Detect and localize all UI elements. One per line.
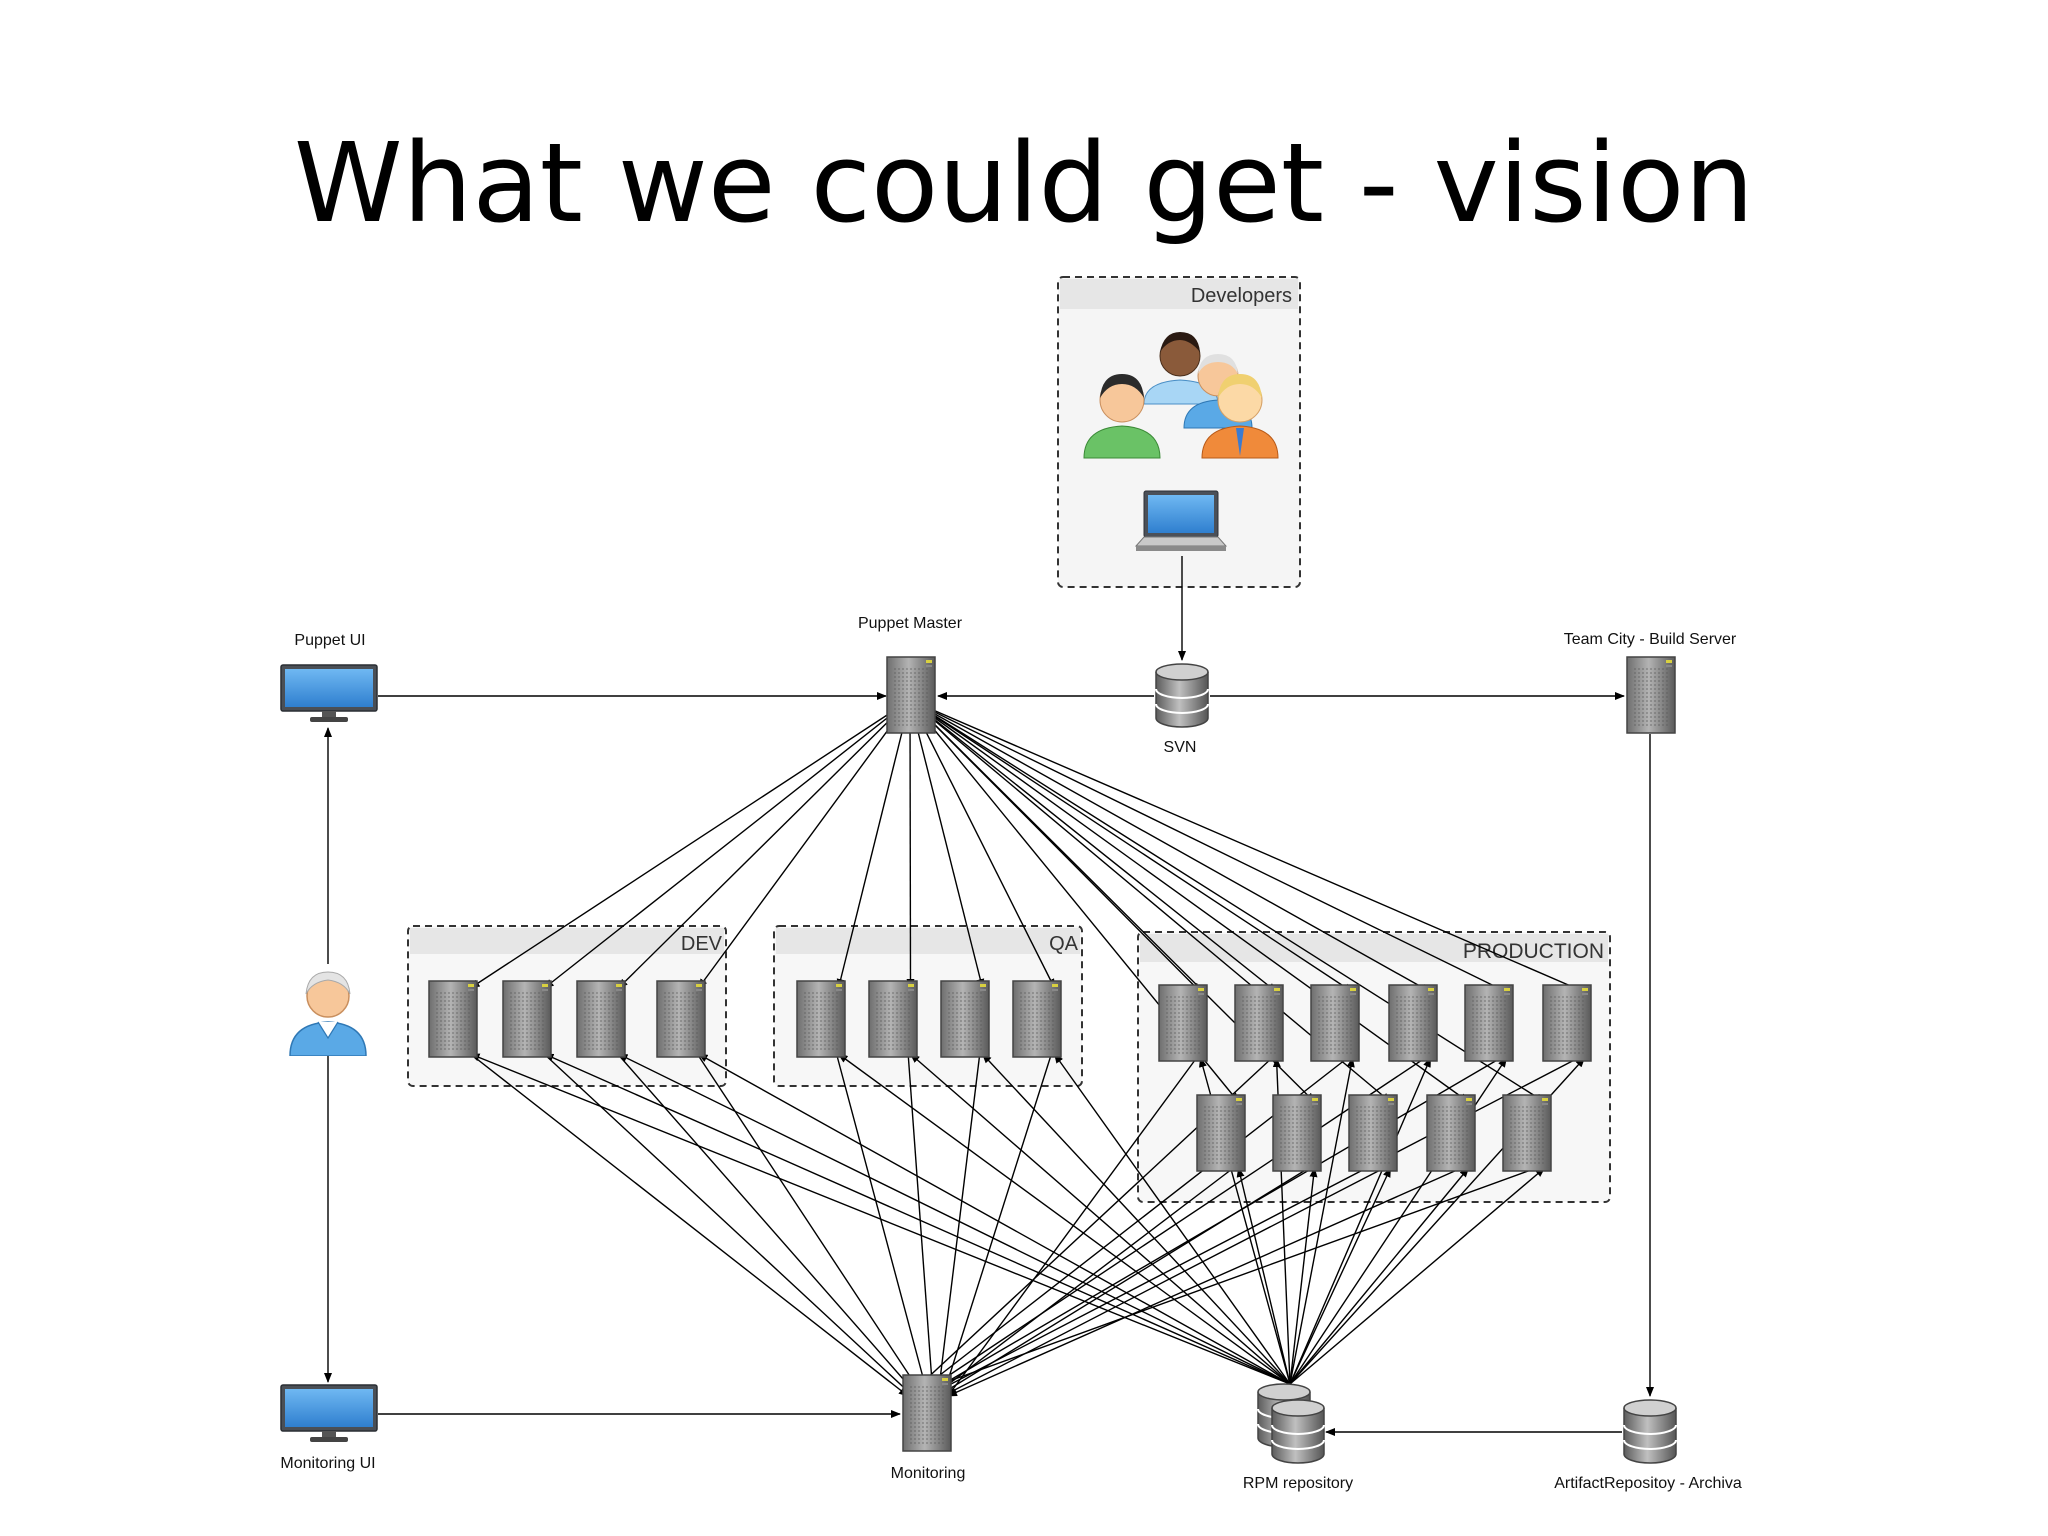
edge-rpm-to-prod-server-9 — [1289, 1167, 1392, 1385]
artifact-repository-database-icon — [1623, 1399, 1677, 1464]
qa-server-4-icon — [1012, 980, 1062, 1058]
dev-server-3-icon — [576, 980, 626, 1058]
edge-prod-server-7-to-monitoring — [932, 1165, 1237, 1397]
edge-rpm-to-dev-server-2 — [543, 1053, 1291, 1385]
laptop-icon — [1135, 490, 1227, 552]
edge-prod-server-10-to-monitoring — [947, 1165, 1467, 1397]
slide-title: What we could get - vision — [293, 119, 1755, 247]
edge-prod-server-4-to-monitoring — [917, 1055, 1429, 1397]
edge-rpm-to-qa-server-2 — [909, 1053, 1291, 1385]
edge-rpm-to-qa-server-3 — [981, 1053, 1291, 1385]
group-production-title: PRODUCTION — [1463, 940, 1604, 963]
dev-server-2-icon — [502, 980, 552, 1058]
edge-puppet-master-to-prod-server-10 — [909, 699, 1470, 1103]
prod-server-8-icon — [1272, 1094, 1322, 1172]
edge-qa-server-2-to-monitoring — [907, 1051, 937, 1397]
group-qa: QA — [773, 925, 1083, 1087]
edge-rpm-to-qa-server-1 — [837, 1053, 1291, 1385]
group-developers-title: Developers — [1191, 285, 1292, 307]
edge-puppet-master-to-qa-server-4 — [909, 699, 1056, 989]
dev-server-1-icon — [428, 980, 478, 1058]
svn-label: SVN — [1164, 739, 1197, 756]
edge-puppet-master-to-qa-server-3 — [909, 699, 985, 989]
prod-server-5-icon — [1464, 984, 1514, 1062]
admin-user-icon — [289, 971, 367, 1056]
edge-puppet-master-to-qa-server-1 — [836, 699, 911, 989]
edge-dev-server-3-to-monitoring — [615, 1051, 919, 1397]
group-dev-title: DEV — [681, 933, 723, 955]
puppet-ui-label: Puppet UI — [294, 632, 365, 649]
edge-prod-server-11-to-monitoring — [907, 1165, 1543, 1397]
edge-puppet-master-to-dev-server-1 — [469, 699, 911, 989]
group-developers: Developers — [1057, 276, 1301, 588]
team-city-server-icon — [1626, 656, 1676, 734]
edge-puppet-master-to-dev-server-2 — [543, 699, 911, 989]
rpm-repository-label: RPM repository — [1243, 1475, 1353, 1492]
monitoring-label: Monitoring — [891, 1465, 966, 1482]
prod-server-6-icon — [1542, 984, 1592, 1062]
prod-server-1-icon — [1158, 984, 1208, 1062]
monitoring-server-icon — [902, 1374, 952, 1452]
edge-puppet-master-to-prod-server-11 — [909, 699, 1546, 1103]
prod-server-9-icon — [1348, 1094, 1398, 1172]
group-dev: DEV — [407, 925, 727, 1087]
edge-puppet-master-to-prod-server-2 — [909, 699, 1278, 993]
qa-server-2-icon — [868, 980, 918, 1058]
edge-puppet-master-to-prod-server-3 — [909, 699, 1354, 993]
rpm-repository-database-icon — [1257, 1383, 1325, 1464]
group-qa-title: QA — [1049, 933, 1079, 955]
edge-rpm-to-prod-server-11 — [1289, 1167, 1546, 1385]
dev-server-4-icon — [656, 980, 706, 1058]
edge-puppet-master-to-qa-server-2 — [906, 699, 915, 989]
prod-server-3-icon — [1310, 984, 1360, 1062]
edge-qa-server-1-to-monitoring — [835, 1051, 930, 1397]
edge-prod-server-8-to-monitoring — [937, 1165, 1313, 1397]
qa-server-1-icon — [796, 980, 846, 1058]
edge-qa-server-3-to-monitoring — [935, 1051, 981, 1397]
monitoring-ui-label: Monitoring UI — [280, 1455, 375, 1472]
edge-rpm-to-qa-server-4 — [1053, 1053, 1291, 1385]
edge-rpm-to-prod-server-7 — [1236, 1167, 1291, 1385]
edge-rpm-to-prod-server-10 — [1289, 1167, 1470, 1385]
prod-server-7-icon — [1196, 1094, 1246, 1172]
artifact-repository-label: ArtifactRepositoy - Archiva — [1554, 1475, 1742, 1492]
team-city-label: Team City - Build Server — [1564, 631, 1737, 648]
qa-server-3-icon — [940, 980, 990, 1058]
edge-dev-server-1-to-monitoring — [467, 1051, 909, 1397]
edge-rpm-to-prod-server-3 — [1289, 1057, 1355, 1385]
edge-prod-server-9-to-monitoring — [942, 1165, 1389, 1397]
svn-database-icon — [1155, 663, 1209, 728]
edge-rpm-to-dev-server-3 — [617, 1053, 1291, 1385]
edges — [324, 556, 1654, 1436]
edge-dev-server-4-to-monitoring — [695, 1051, 924, 1397]
edge-puppet-master-to-dev-server-4 — [697, 699, 911, 989]
edge-rpm-to-dev-server-4 — [697, 1053, 1291, 1385]
edge-puppet-master-to-prod-server-4 — [909, 699, 1432, 993]
monitoring-ui-monitor-icon — [280, 1384, 378, 1443]
puppet-master-label: Puppet Master — [858, 615, 963, 632]
prod-server-10-icon — [1426, 1094, 1476, 1172]
prod-server-11-icon — [1502, 1094, 1552, 1172]
edge-puppet-master-to-prod-server-5 — [909, 699, 1508, 993]
edge-rpm-to-prod-server-4 — [1289, 1057, 1432, 1385]
edge-rpm-to-prod-server-8 — [1289, 1167, 1318, 1385]
edge-dev-server-2-to-monitoring — [541, 1051, 914, 1397]
developers-group-icon — [1083, 332, 1279, 459]
prod-server-4-icon — [1388, 984, 1438, 1062]
edge-puppet-master-to-prod-server-6 — [909, 699, 1586, 993]
puppet-master-server-icon — [886, 656, 936, 734]
puppet-ui-monitor-icon — [280, 664, 378, 723]
edge-puppet-master-to-dev-server-3 — [617, 699, 911, 989]
edge-rpm-to-dev-server-1 — [469, 1053, 1291, 1385]
prod-server-2-icon — [1234, 984, 1284, 1062]
